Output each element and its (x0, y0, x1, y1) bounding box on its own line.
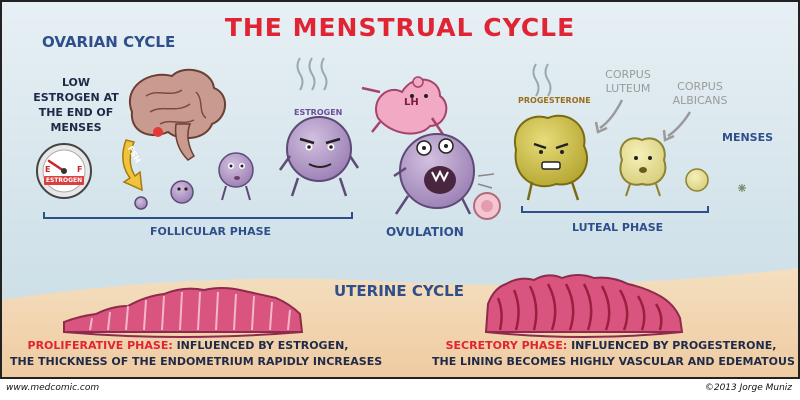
released-ovum (473, 192, 501, 220)
degenerating-body (685, 168, 709, 192)
proliferative-endometrium (63, 287, 304, 338)
progesterone-label: Progesterone (518, 96, 591, 105)
corpus-albicans-pointer-head (662, 129, 675, 142)
corpus-luteum-pointer (599, 99, 624, 130)
secretory-phase-description: SECRETORY PHASE: INFLUENCED BY PROGESTER… (432, 338, 795, 370)
low-estrogen-note: LOW ESTROGEN AT THE END OF MENSES (33, 76, 119, 134)
secondary-follicle (218, 152, 254, 201)
copyright-credit: ©2013 Jorge Muniz (704, 383, 792, 393)
gauge-f-mark: F (77, 165, 83, 174)
gauge-e-mark: E (45, 165, 51, 174)
luteal-phase-label: LUTEAL PHASE (572, 221, 664, 234)
corpus-albicans-character (619, 137, 667, 197)
secretory-phase-detail: THE LINING BECOMES HIGHLY VASCULAR AND E… (432, 355, 795, 368)
primary-follicle (170, 180, 194, 204)
proliferative-phase-detail: THE THICKNESS OF THE ENDOMETRIUM RAPIDLY… (10, 355, 383, 368)
brain-illustration (129, 68, 226, 161)
secretory-phase-influence: INFLUENCED BY PROGESTERONE, (571, 339, 777, 352)
ovarian-cycle-heading: OVARIAN CYCLE (42, 33, 176, 51)
ovulating-follicle (393, 133, 495, 215)
follicular-phase-label: FOLLICULAR PHASE (150, 225, 272, 238)
page-title: THE MENSTRUAL CYCLE (224, 13, 576, 42)
estrogen-fuel-gauge (36, 143, 92, 199)
estrogen-hormone-label: Estrogen (294, 108, 343, 117)
dominant-follicle (278, 57, 360, 197)
primordial-follicle (134, 196, 148, 210)
proliferative-phase-name: PROLIFERATIVE PHASE: (27, 339, 173, 352)
uterine-cycle-heading: UTERINE CYCLE (334, 282, 464, 300)
menses-sparkle (738, 184, 746, 192)
follicular-phase-bracket (43, 212, 353, 219)
ovulation-label: OVULATION (386, 225, 464, 239)
corpus-albicans-label: CORPUS ALBICANS (672, 80, 728, 107)
frame-border (0, 0, 800, 379)
gauge-estrogen-label: ESTROGEN (45, 177, 83, 184)
menses-label: MENSES (722, 131, 774, 144)
secretory-endometrium (484, 274, 684, 338)
footer-bar (0, 378, 800, 400)
luteal-phase-bracket (521, 206, 709, 213)
secretory-phase-name: SECRETORY PHASE: (445, 339, 568, 352)
lh-label: LH (404, 97, 419, 108)
corpus-albicans-pointer (667, 111, 692, 138)
corpus-luteum-character (513, 63, 589, 201)
proliferative-phase-influence: INFLUENCED BY ESTROGEN, (176, 339, 349, 352)
proliferative-phase-description: PROLIFERATIVE PHASE: INFLUENCED BY ESTRO… (10, 338, 383, 370)
website-credit: www.medcomic.com (6, 383, 100, 393)
corpus-luteum-pointer-head (594, 121, 608, 134)
fsh-arrow (122, 139, 143, 192)
lh-hormone-character (361, 76, 448, 137)
corpus-luteum-label: CORPUS LUTEUM (605, 68, 651, 95)
